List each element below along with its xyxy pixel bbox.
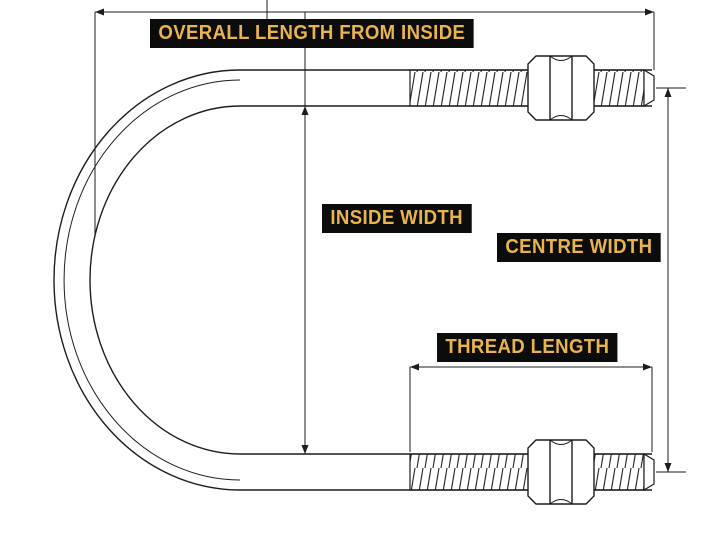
u-bolt-body — [53, 69, 652, 491]
thread-bottom-hatch — [409, 453, 645, 491]
hex-nut-top-outline — [527, 55, 595, 121]
u-bolt-inner-contour — [89, 105, 652, 455]
centre-width-label: CENTRE WIDTH — [497, 233, 661, 262]
hex-nut-bottom-outline — [527, 439, 595, 505]
thread-top-hatch — [409, 69, 645, 107]
thread-bottom-end-chamfer — [643, 452, 655, 492]
u-bolt-bend-highlight — [63, 79, 241, 481]
inside-width-label: INSIDE WIDTH — [322, 204, 472, 233]
thread-length-label: THREAD LENGTH — [437, 333, 618, 362]
overall-length-label: OVERALL LENGTH FROM INSIDE — [150, 19, 474, 48]
thread-top-end-chamfer — [643, 68, 655, 108]
thread-section-bottom — [409, 452, 655, 492]
hex-nut-top — [527, 55, 595, 121]
dimension-lines — [94, 0, 686, 473]
thread-section-top — [409, 68, 655, 108]
hex-nut-bottom — [527, 439, 595, 505]
dimension-arrowheads — [95, 8, 672, 472]
